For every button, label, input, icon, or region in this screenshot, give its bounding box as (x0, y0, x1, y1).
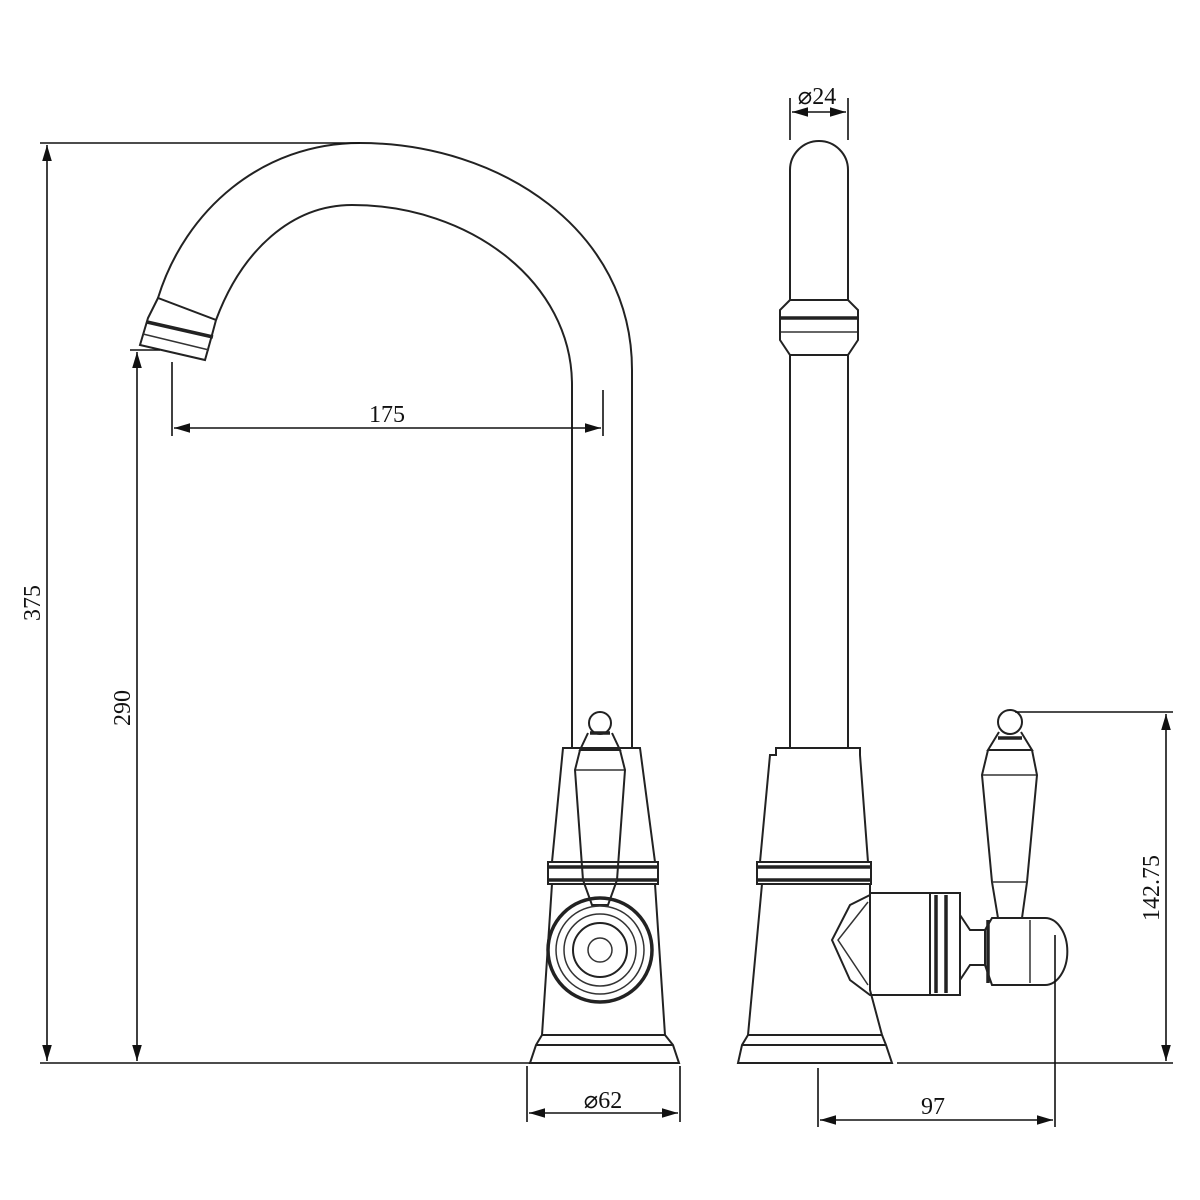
dim-label-375: 375 (20, 585, 46, 621)
dim-label-175: 175 (369, 402, 405, 428)
dim-spout-diameter: ⌀24 (789, 84, 849, 140)
front-base (528, 1034, 681, 1064)
side-base (736, 1034, 894, 1064)
side-spout-ring (779, 299, 859, 356)
side-handle (980, 709, 1039, 919)
side-spout (789, 140, 849, 300)
dim-label-97: 97 (921, 1094, 945, 1120)
front-handle (573, 711, 627, 906)
dim-base-diameter: ⌀62 (526, 1066, 681, 1122)
dim-handle-projection: 97 (817, 935, 1056, 1127)
spout-outer (157, 141, 633, 748)
side-body (758, 747, 870, 863)
front-cartridge-rings (546, 896, 654, 1004)
dim-spout-height: 290 (110, 349, 160, 1061)
spout-nozzle (138, 296, 218, 362)
dim-label-290: 290 (110, 690, 136, 726)
front-body (550, 747, 657, 863)
side-cartridge (830, 892, 1069, 996)
dim-overall-height: 375 (20, 142, 530, 1064)
dim-label-dia62: ⌀62 (584, 1088, 622, 1114)
dim-label-dia24: ⌀24 (798, 84, 836, 110)
dim-spout-reach: 175 (171, 362, 604, 436)
front-view (138, 141, 681, 1064)
spout-inner (215, 203, 573, 748)
side-view (736, 140, 1069, 1064)
dim-handle-height: 142.75 (897, 711, 1173, 1064)
dim-label-142-75: 142.75 (1139, 855, 1165, 921)
